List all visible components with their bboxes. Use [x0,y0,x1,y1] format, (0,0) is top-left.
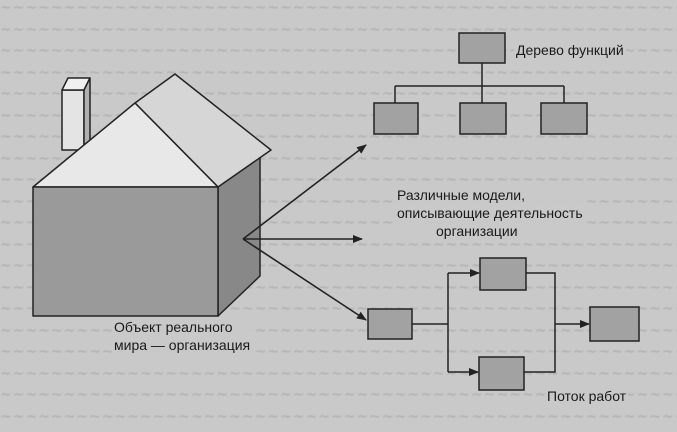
workflow-diagram [367,257,640,391]
arrow-to-function-tree [242,144,367,240]
house-chimney-front [61,89,85,151]
label-models-line: описывающие деятельность [397,205,583,221]
house-chimney-side [83,77,91,151]
label-object-line: Объект реального [114,319,233,335]
function-tree-diagram [373,32,588,135]
workflow-connector [524,272,556,373]
tree-root-box [458,32,506,64]
label-object-line: мира — организация [114,337,251,353]
label-workflow: Поток работ [545,387,629,405]
label-models-line: Различные модели, [397,187,525,203]
workflow-box [589,306,640,342]
label-models-line: организации [436,223,518,239]
label-object: Объект реального мира — организация [112,318,253,354]
house-illustration [32,73,272,317]
label-function-tree: Дерево функций [514,41,626,59]
arrow-to-workflow [242,238,367,321]
tree-child-box [540,102,588,135]
tree-child-box [459,102,507,135]
workflow-box [479,257,527,291]
house-front-wall [32,186,219,317]
tree-child-box [373,102,419,135]
house-arrows [242,144,367,321]
workflow-box [367,308,413,340]
label-models: Различные модели, описывающие деятельнос… [395,186,585,240]
workflow-box [478,356,525,391]
